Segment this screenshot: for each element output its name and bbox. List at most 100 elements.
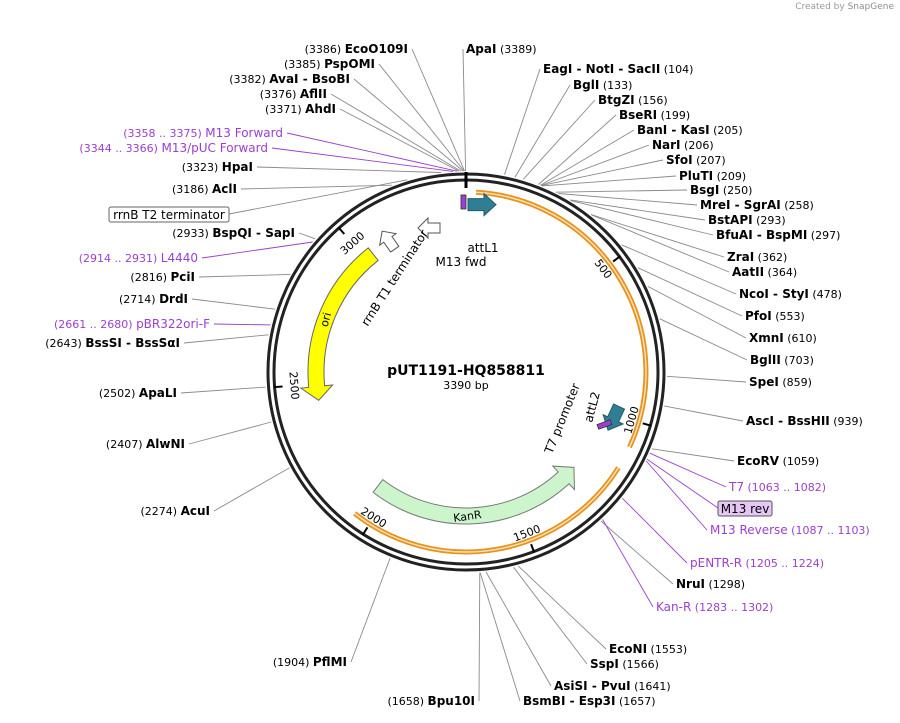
enzyme-r-1: EagI - NotI - SacII (104) bbox=[543, 62, 693, 76]
leader-10 bbox=[183, 334, 269, 344]
leader-14 bbox=[350, 557, 391, 663]
enzyme-r-12: BfuAI - BspMI (297) bbox=[716, 228, 840, 242]
leader-12 bbox=[188, 421, 272, 445]
m13-fwd-marker bbox=[460, 194, 467, 210]
enzyme-aflii: (3376) AflII bbox=[260, 87, 327, 101]
enzyme-r-17: XmnI (610) bbox=[749, 331, 817, 345]
ori-feature bbox=[299, 247, 379, 401]
leader-1 bbox=[378, 63, 465, 172]
leader-r-25 bbox=[485, 571, 552, 687]
plasmid-name: pUT1191-HQ858811 bbox=[387, 363, 545, 379]
leader-3 bbox=[330, 93, 462, 172]
leader-r-3 bbox=[522, 99, 596, 180]
leader-r-24 bbox=[513, 567, 588, 665]
enzyme-acui: (2274) AcuI bbox=[141, 504, 211, 518]
primer-leader-r-2 bbox=[622, 497, 688, 564]
plasmid-center-label: pUT1191-HQ858811 3390 bp bbox=[387, 363, 545, 392]
primer-left-2: (2914 .. 2931) L4440 bbox=[79, 251, 198, 265]
enzyme-r-18: BglII (703) bbox=[750, 353, 814, 367]
enzyme-r-24: SspI (1566) bbox=[590, 657, 659, 671]
tick-3000 bbox=[337, 226, 346, 235]
attl1-label: attL1 bbox=[467, 241, 498, 255]
leader-13 bbox=[213, 467, 290, 512]
leader-r-12 bbox=[570, 200, 714, 236]
plasmid-length: 3390 bp bbox=[443, 379, 488, 392]
primer-leader-r-1 bbox=[645, 460, 708, 531]
enzyme-r-5: BanI - KasI (205) bbox=[637, 123, 743, 137]
m13-rev-marker bbox=[596, 419, 613, 430]
tick-2500 bbox=[273, 385, 283, 389]
leader-r-7 bbox=[541, 159, 664, 187]
enzyme-drdi: (2714) DrdI bbox=[119, 292, 188, 306]
leader-8 bbox=[198, 273, 291, 278]
enzyme-r-16: PfoI (553) bbox=[745, 309, 805, 323]
primer-right-1: M13 Reverse (1087 .. 1103) bbox=[710, 523, 870, 537]
leader-r-6 bbox=[540, 144, 650, 186]
primer-leader-l-0 bbox=[286, 132, 458, 172]
leader-2 bbox=[353, 78, 464, 172]
primer-leader-r-0 bbox=[649, 452, 727, 488]
snapgene-brand: SnapGene bbox=[847, 2, 894, 12]
enzyme-r-13: ZraI (362) bbox=[727, 250, 787, 264]
leader-r-16 bbox=[637, 267, 743, 317]
plasmid-backbone bbox=[266, 172, 666, 572]
leader-5 bbox=[256, 166, 442, 173]
leader-r-13 bbox=[590, 214, 725, 258]
tick-500 bbox=[612, 255, 621, 263]
primer-leader-l-3 bbox=[213, 323, 271, 326]
enzyme-pcii: (2816) PciI bbox=[130, 270, 195, 284]
primer-right-3: Kan-R (1283 .. 1302) bbox=[656, 600, 773, 614]
leader-11 bbox=[180, 386, 266, 394]
rrnb-t2-leader bbox=[228, 179, 408, 215]
enzyme-r-11: BstAPI (293) bbox=[708, 213, 786, 227]
enzyme-r-26: BsmBI - Esp3I (1657) bbox=[523, 694, 656, 708]
leader-15 bbox=[478, 572, 481, 702]
enzyme-r-4: BseRI (199) bbox=[619, 108, 690, 122]
m13-fwd-label: M13 fwd bbox=[436, 255, 487, 269]
leader-r-17 bbox=[647, 286, 747, 339]
primer-left-1: (3344 .. 3366) M13/pUC Forward bbox=[79, 141, 268, 155]
enzyme-r-19: SpeI (859) bbox=[749, 375, 812, 389]
credit-prefix: Created by bbox=[795, 2, 845, 12]
leader-r-0 bbox=[462, 48, 467, 172]
enzyme-r-0: ApaI (3389) bbox=[466, 42, 537, 56]
leader-6 bbox=[240, 184, 392, 190]
enzyme-r-8: PluTI (209) bbox=[679, 169, 746, 183]
tick-1000 bbox=[642, 422, 652, 427]
svg-text:M13 rev: M13 rev bbox=[721, 502, 770, 516]
ori-label: ori bbox=[318, 311, 334, 328]
enzyme-ahdi: (3371) AhdI bbox=[265, 102, 336, 116]
leader-r-8 bbox=[541, 175, 677, 187]
leader-r-18 bbox=[659, 318, 748, 361]
enzyme-r-21: EcoRV (1059) bbox=[737, 454, 819, 468]
orange-feature-arcs bbox=[353, 189, 649, 555]
tick-label-2500: 2500 bbox=[286, 371, 301, 400]
leader-r-19 bbox=[666, 375, 747, 383]
leader-r-26 bbox=[479, 572, 521, 702]
attl2-label: attL2 bbox=[581, 390, 603, 424]
annotation-arc-core-0 bbox=[475, 191, 647, 448]
enzyme-r-22: NruI (1298) bbox=[676, 577, 745, 591]
enzyme-r-2: BglI (133) bbox=[573, 78, 632, 92]
enzyme-r-15: NcoI - StyI (478) bbox=[739, 287, 842, 301]
enzyme-r-25: AsiSI - PvuI (1641) bbox=[554, 679, 671, 693]
enzyme-ecoo109i: (3386) EcoO109I bbox=[305, 42, 408, 56]
leader-0 bbox=[411, 48, 465, 172]
enzyme-r-7: SfoI (207) bbox=[666, 153, 726, 167]
leader-r-4 bbox=[538, 114, 617, 185]
enzyme-r-10: MreI - SgrAI (258) bbox=[700, 198, 814, 212]
tick-2000 bbox=[361, 526, 369, 536]
leader-r-21 bbox=[651, 448, 735, 462]
kanr-feature bbox=[372, 465, 576, 525]
snapgene-credit: Created by SnapGene bbox=[795, 2, 894, 12]
leader-r-9 bbox=[555, 189, 688, 193]
tick-1500 bbox=[530, 543, 536, 553]
leader-7 bbox=[298, 232, 316, 240]
m13-rev-box: M13 rev bbox=[717, 500, 773, 517]
leader-9 bbox=[191, 298, 276, 310]
leader-r-11 bbox=[569, 199, 706, 221]
enzyme-bpu10i: (1658) Bpu10I bbox=[387, 694, 475, 708]
kanr-label: KanR bbox=[452, 508, 482, 525]
site-labels: (3386) EcoO109I(3385) PspOMI(3382) AvaI … bbox=[45, 42, 869, 708]
